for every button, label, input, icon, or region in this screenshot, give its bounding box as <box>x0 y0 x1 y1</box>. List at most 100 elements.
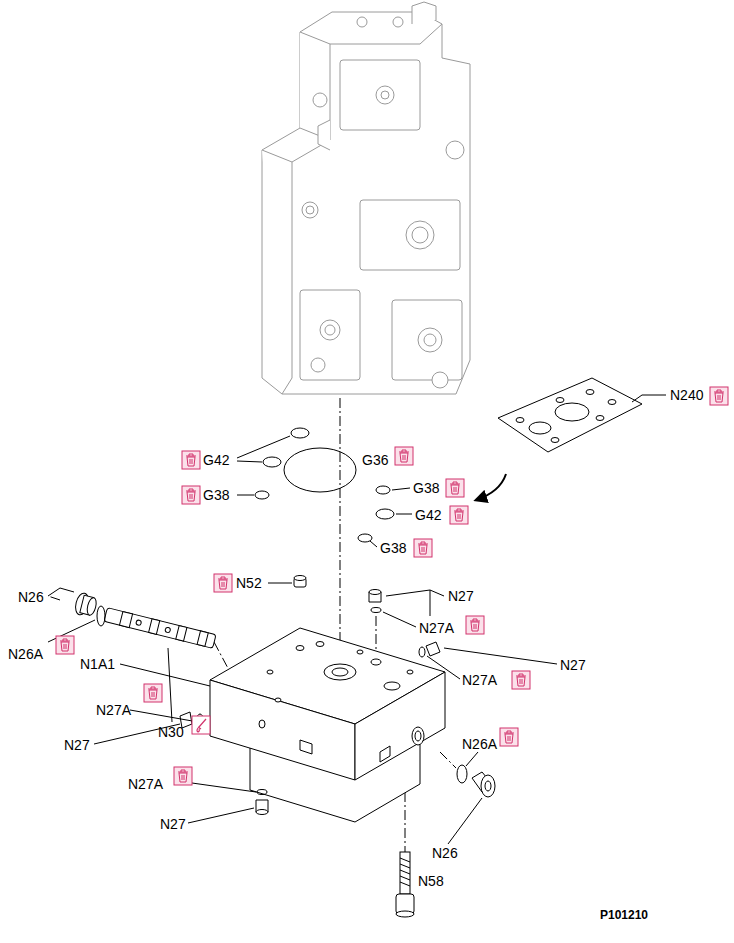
part-label: N52 <box>236 575 262 591</box>
valve-housing <box>300 290 360 380</box>
valve-housing <box>306 206 314 214</box>
grease-icon <box>192 716 210 734</box>
valve-housing <box>313 93 327 107</box>
replace-icon <box>56 636 74 654</box>
spool <box>136 620 142 626</box>
replace-icon <box>214 574 232 592</box>
leader-line <box>120 664 210 686</box>
spool <box>104 608 216 649</box>
screw-plug <box>371 608 381 613</box>
replace-icon <box>710 387 728 405</box>
replace-icon <box>56 636 74 654</box>
screw-plug <box>256 810 268 815</box>
bolt <box>396 911 414 917</box>
figure-number: P101210 <box>600 907 648 923</box>
center-line <box>48 398 456 852</box>
replace-icon <box>466 616 484 634</box>
valve-block <box>300 740 312 754</box>
replace-icon <box>214 574 232 592</box>
valve-block <box>275 698 281 702</box>
o-ring <box>376 486 390 494</box>
valve-housing <box>412 2 436 24</box>
plug <box>86 597 98 616</box>
center-line <box>440 752 456 768</box>
spool <box>176 626 187 642</box>
o-ring <box>255 428 394 542</box>
leader-line <box>448 798 482 844</box>
leader-line <box>396 514 412 515</box>
screw-plug <box>419 647 425 657</box>
gasket <box>632 395 666 402</box>
valve-housing <box>262 150 292 394</box>
gasket <box>556 398 564 403</box>
leader-line <box>188 808 254 823</box>
part-label: N27 <box>160 816 186 832</box>
leader-line <box>430 590 431 616</box>
nozzle-insert <box>294 576 306 581</box>
leader-line <box>427 656 460 679</box>
part-label: G38 <box>203 487 229 503</box>
replace-icon <box>182 486 200 504</box>
center-line <box>48 596 60 600</box>
valve-housing <box>311 358 325 372</box>
part-label: N240 <box>670 387 703 403</box>
o-ring <box>291 428 309 438</box>
bolt <box>396 852 414 917</box>
part-label: N58 <box>418 873 444 889</box>
grease-icon <box>197 719 206 732</box>
valve-block <box>357 650 363 654</box>
o-ring <box>255 491 269 499</box>
replace-icon <box>186 454 196 466</box>
valve-housing <box>406 221 434 249</box>
valve-block <box>210 680 355 780</box>
part-label: G42 <box>203 452 229 468</box>
replace-icon <box>182 486 200 504</box>
spool <box>119 612 132 628</box>
leader-line <box>466 752 478 766</box>
replace-icon <box>470 619 480 631</box>
plug <box>485 781 491 791</box>
leader-line <box>386 590 444 596</box>
replace-icon <box>714 390 724 402</box>
replace-icon <box>148 687 158 699</box>
valve-housing <box>340 60 420 130</box>
valve-housing <box>393 17 403 27</box>
o-ring <box>376 509 394 519</box>
spool <box>104 608 216 649</box>
icon-layer <box>56 387 728 785</box>
replace-icon <box>512 671 530 689</box>
leader-line <box>370 541 377 547</box>
replace-icon <box>418 542 428 554</box>
o-ring <box>284 448 356 492</box>
leader-line <box>268 583 292 584</box>
grease-icon <box>192 716 210 734</box>
replace-icon <box>500 728 518 746</box>
leader-line <box>48 436 557 844</box>
valve-block <box>407 670 413 674</box>
part-label: N1A1 <box>80 656 115 672</box>
part-label: N27 <box>64 737 90 753</box>
leader-line <box>168 648 172 722</box>
gasket <box>555 403 589 421</box>
valve-housing <box>330 24 442 44</box>
valve-block <box>210 628 445 822</box>
leader-line <box>237 461 262 462</box>
replace-icon <box>399 450 409 462</box>
replace-icon <box>414 539 432 557</box>
leader-line <box>192 783 256 792</box>
o-ring <box>97 606 105 626</box>
leader-line <box>383 612 416 627</box>
valve-housing <box>318 120 330 150</box>
nozzle-insert <box>294 576 306 588</box>
replace-icon <box>454 509 464 521</box>
gasket <box>516 418 524 423</box>
valve-block <box>296 646 304 651</box>
replace-icon <box>395 447 413 465</box>
part-label: N27A <box>419 620 454 636</box>
part-label: N27 <box>560 657 586 673</box>
part-label: N26 <box>432 845 458 861</box>
part-label: N30 <box>158 724 184 740</box>
